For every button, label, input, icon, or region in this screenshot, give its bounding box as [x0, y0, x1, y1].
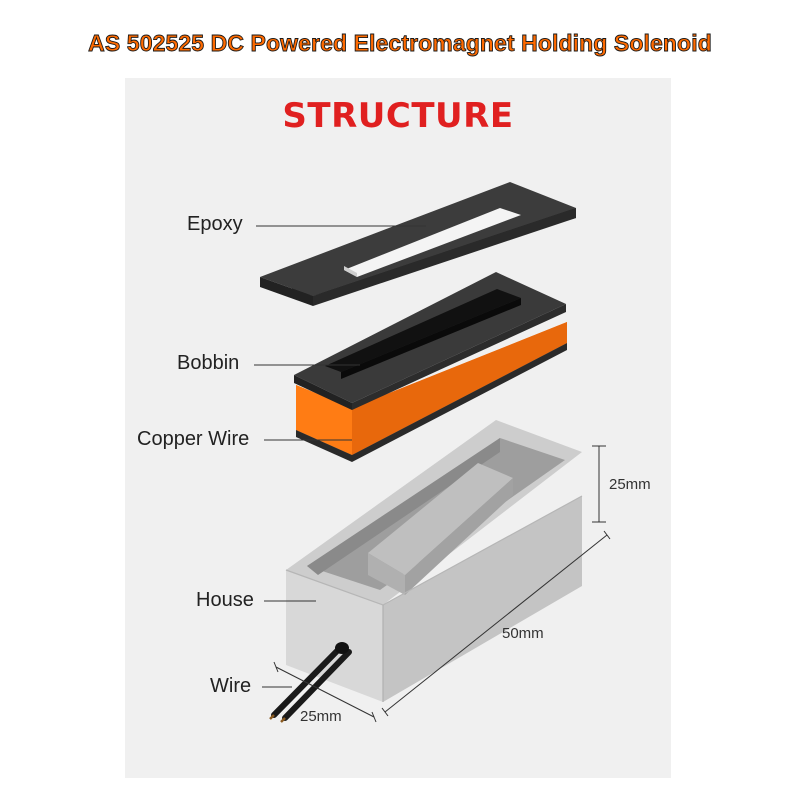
leader-lines	[254, 225, 426, 688]
bobbin-assembly	[294, 272, 567, 462]
housing	[285, 420, 583, 702]
structure-title: STRUCTURE	[282, 96, 514, 136]
lead-wires	[269, 642, 352, 723]
dimension-width: 25mm	[300, 708, 342, 725]
page-title: AS 502525 DC Powered Electromagnet Holdi…	[88, 30, 712, 57]
dimension-height: 25mm	[609, 476, 651, 493]
dimension-lines	[273, 445, 611, 723]
label-epoxy: Epoxy	[187, 213, 243, 235]
label-wire: Wire	[210, 675, 252, 697]
label-copper-wire: Copper Wire	[137, 428, 250, 450]
label-bobbin: Bobbin	[177, 352, 240, 374]
dimension-length: 50mm	[502, 625, 544, 642]
epoxy-plate	[260, 182, 576, 306]
label-house: House	[196, 589, 254, 611]
